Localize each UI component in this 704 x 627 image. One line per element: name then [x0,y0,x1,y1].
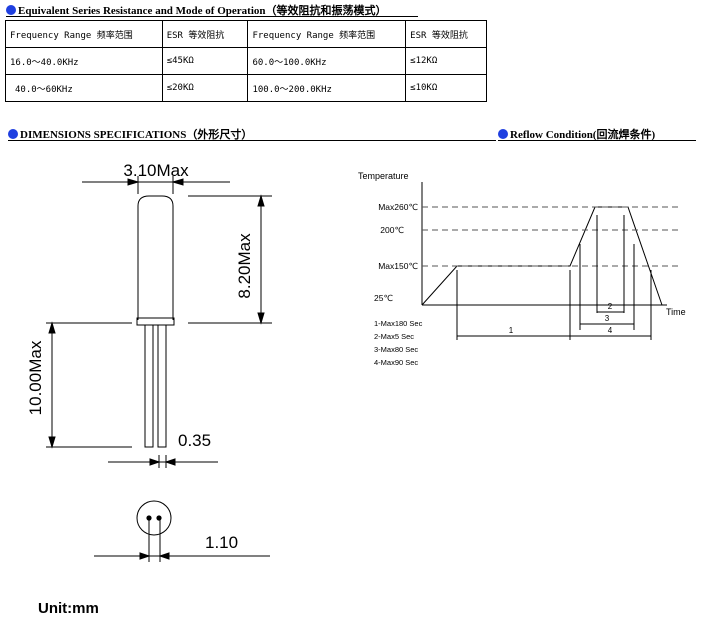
arrowhead [149,458,161,466]
lead-right [157,324,167,448]
arrowhead [127,178,140,186]
arrowhead [158,552,170,560]
dimensions-title-text: DIMENSIONS SPECIFICATIONS（外形尺寸） [20,129,253,141]
arrowhead [171,178,184,186]
arrowhead [139,552,151,560]
pin-dot [156,515,162,521]
zone-label: 1 [509,326,514,335]
reflow-title-underline [498,140,696,141]
lead-left [144,324,154,448]
zone-label: 3 [605,314,610,323]
table-cell: 60.0～100.0KHz [247,47,407,75]
lead-diameter-label: 0.35 [178,431,211,450]
level-label: 25℃ [374,293,393,303]
unit-label: Unit:mm [38,600,99,617]
lead-length-label: 10.00Max [26,340,45,415]
arrowhead [257,194,265,207]
esr-title-underline [6,16,418,17]
crystal-base [136,317,175,326]
note-text: 1-Max180 Sec [374,319,423,328]
note-text: 3-Max80 Sec [374,345,418,354]
header-cell: Frequency Range 频率范围 [247,20,407,48]
level-label: Max150℃ [378,261,418,271]
arrowhead [164,458,176,466]
table-row: 40.0～60KHz ≤20KΩ 100.0～200.0KHz ≤10KΩ [5,74,487,102]
arrowhead [257,312,265,325]
reflow-title-text: Reflow Condition(回流焊条件) [510,129,656,141]
level-label: Max260℃ [378,202,418,212]
table-cell: ≤45KΩ [161,47,249,75]
zone-label: 2 [608,302,613,311]
note-text: 4-Max90 Sec [374,358,418,367]
table-row: 16.0～40.0KHz ≤45KΩ 60.0～100.0KHz ≤12KΩ [5,47,487,75]
bullet-icon [8,129,18,139]
esr-title-text: Equivalent Series Resistance and Mode of… [18,5,387,17]
reflow-profile-diagram: 1 2 3 4 Temperature Time Max260℃ 200℃ Ma… [358,171,686,367]
bottom-view-circle [136,500,172,536]
table-cell: ≤10KΩ [405,74,487,102]
esr-table: Frequency Range 频率范围 ESR 等效阻抗 Frequency … [5,20,487,102]
crystal-body [137,195,174,320]
arrowhead [48,321,56,334]
dimensions-section-title: DIMENSIONS SPECIFICATIONS（外形尺寸） [8,126,252,142]
body-height-label: 8.20Max [235,233,254,299]
zone-label: 4 [608,326,613,335]
pin-spacing-label: 1.10 [205,533,238,552]
level-label: 200℃ [380,225,404,235]
table-cell: ≤12KΩ [405,47,487,75]
table-cell: 40.0～60KHz [5,74,163,102]
esr-section-title: Equivalent Series Resistance and Mode of… [6,2,387,18]
pin-dot [146,515,152,521]
width-dimension-label: 3.10Max [123,161,189,180]
note-text: 2-Max5 Sec [374,332,414,341]
reflow-section-title: Reflow Condition(回流焊条件) [498,126,655,142]
arrowhead [48,436,56,449]
header-cell: ESR 等效阻抗 [405,20,487,48]
x-axis-label: Time [666,307,686,317]
temperature-profile [421,206,663,306]
table-cell: 16.0～40.0KHz [5,47,163,75]
header-cell: Frequency Range 频率范围 [5,20,163,48]
bullet-icon [498,129,508,139]
esr-table-header-row: Frequency Range 频率范围 ESR 等效阻抗 Frequency … [5,20,487,48]
table-cell: ≤20KΩ [161,74,249,102]
dimensions-title-underline [8,140,496,141]
table-cell: 100.0～200.0KHz [247,74,407,102]
bullet-icon [6,5,16,15]
dimension-drawing: 3.10Max 8.20Max 10.00Max 0.35 1.10 [26,161,272,562]
header-cell: ESR 等效阻抗 [161,20,249,48]
y-axis-label: Temperature [358,171,409,181]
